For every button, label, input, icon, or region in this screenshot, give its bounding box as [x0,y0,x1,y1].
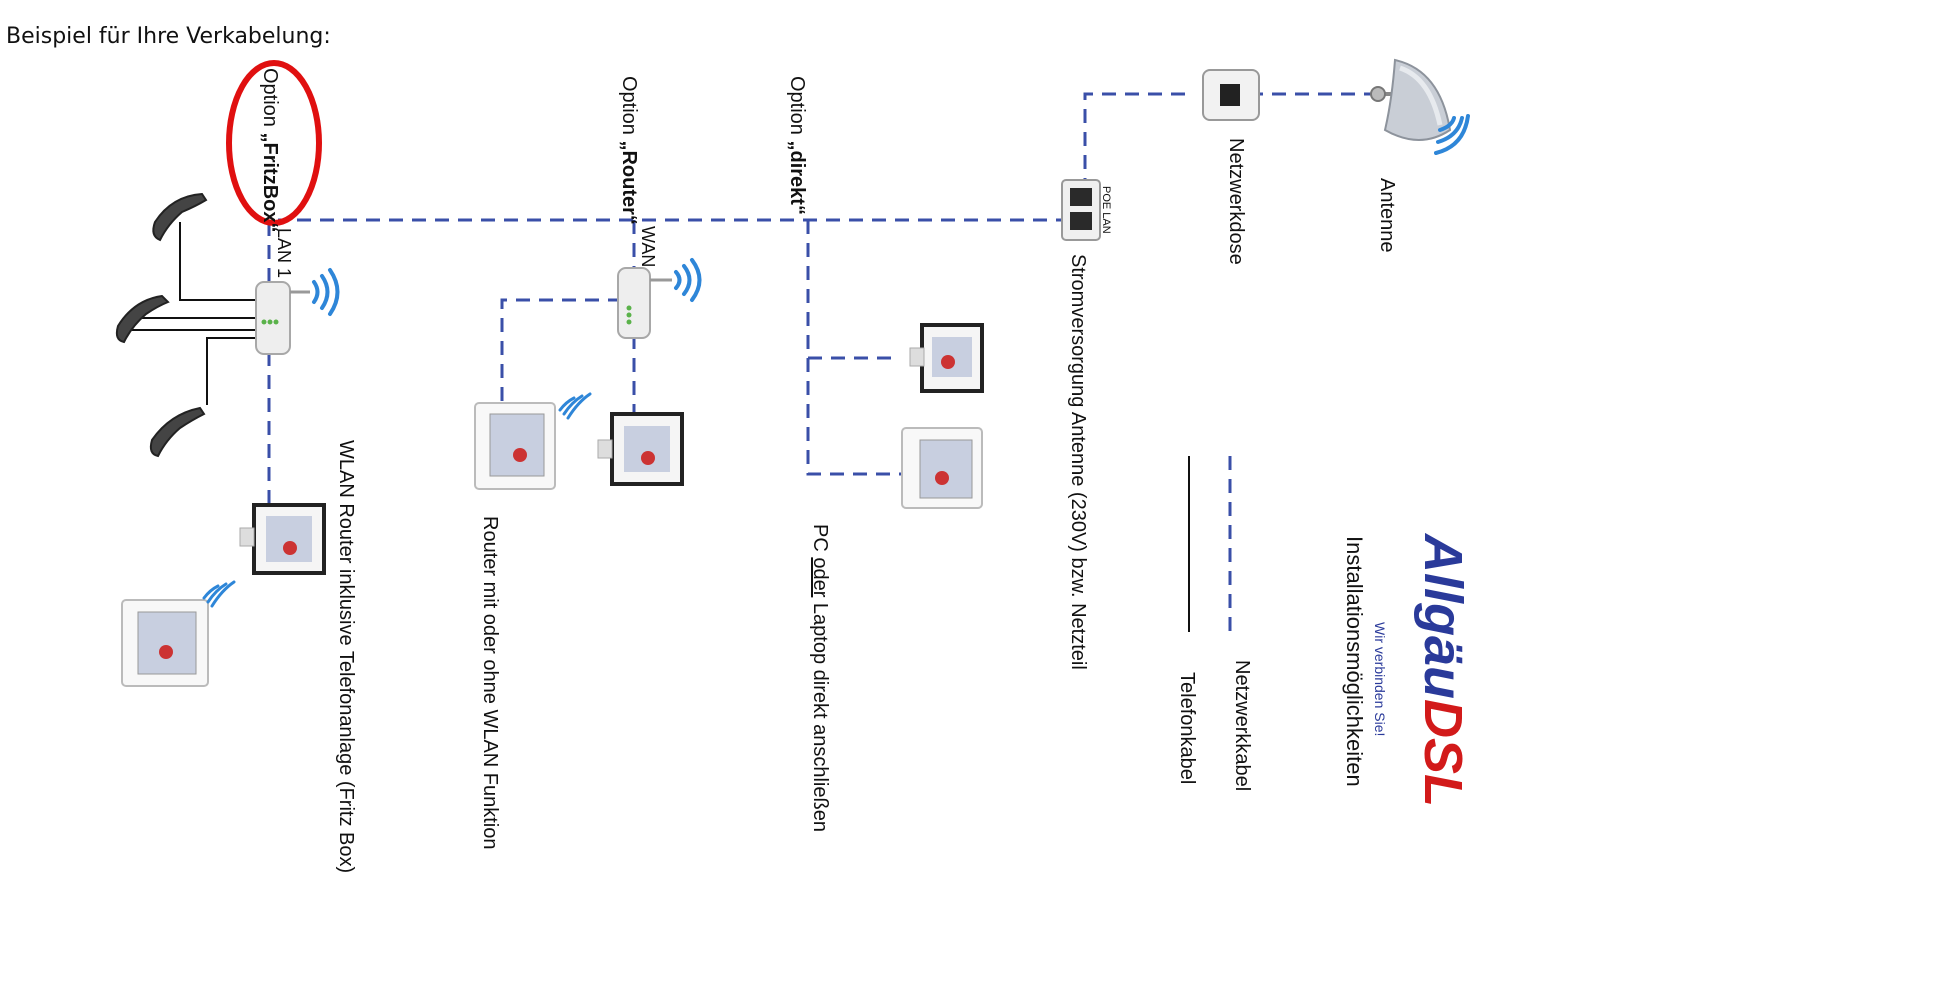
wan-port-label: WAN [638,226,658,267]
antenna-icon [1370,58,1470,155]
power-supply-label: Stromversorgung Antenne (230V) bzw. Netz… [1067,254,1089,670]
telephone-icon-2 [115,294,170,344]
option-router-caption: Router mit oder ohne WLAN Funktion [479,516,501,850]
intro-text: Beispiel für Ihre Verkabelung: [6,24,331,49]
fritzbox-highlight-circle [226,60,322,226]
option-direct-prefix: Option [786,76,808,140]
network-socket-label: Netzwerkdose [1225,138,1247,265]
network-cables [267,92,1378,505]
telephone-icon-3 [149,406,206,458]
poe-lan-icon [1061,179,1101,241]
logo-brand-dsl: DSL [1413,699,1473,807]
router-icon [617,258,702,339]
pc-direct-icon [909,323,984,393]
option-router-name: „Router“ [618,140,640,224]
option-fritzbox-caption: WLAN Router inklusive Telefonanlage (Fri… [335,440,357,873]
laptop-direct-icon [901,427,983,509]
option-fritzbox-prefix: Option [259,68,281,132]
fritzbox-router-icon [255,268,340,355]
logo-brand-main: Allgäu [1413,532,1473,699]
network-socket-icon [1202,69,1260,121]
legend-phone-label: Telefonkabel [1176,672,1198,784]
option-fritzbox-name: „FritzBox“ [259,132,281,232]
svg-text:AllgäuDSL: AllgäuDSL [1413,532,1473,807]
option-direct-heading: Option „direkt“ [786,76,808,215]
caption-direct-post: Laptop direkt anschließen [809,597,831,832]
laptop-router-icon [474,392,592,490]
telephone-cables [128,222,258,405]
allgaeudsl-logo: AllgäuDSL Wir verbinden Sie! [1372,532,1473,807]
caption-direct-underlined: oder [809,557,831,597]
installation-heading: Installationsmöglichkeiten [1342,536,1367,787]
caption-direct-pre: PC [809,524,831,557]
pc-fritzbox-icon [239,503,326,575]
poe-lan-label: POE LAN [1100,186,1112,234]
option-direct-name: „direkt“ [786,140,808,214]
option-fritzbox-heading: Option „FritzBox“ [259,68,281,232]
telephone-icon-1 [152,192,208,242]
antenna-label: Antenne [1376,178,1398,253]
option-direct-caption: PC oder Laptop direkt anschließen [809,524,831,832]
option-router-prefix: Option [618,76,640,140]
lan1-port-label: LAN 1 [274,228,294,278]
logo-tagline: Wir verbinden Sie! [1372,622,1388,736]
laptop-fritzbox-icon [121,580,236,687]
legend-network-label: Netzwerkkabel [1231,660,1253,791]
pc-router-icon [597,412,684,486]
option-router-heading: Option „Router“ [618,76,640,225]
